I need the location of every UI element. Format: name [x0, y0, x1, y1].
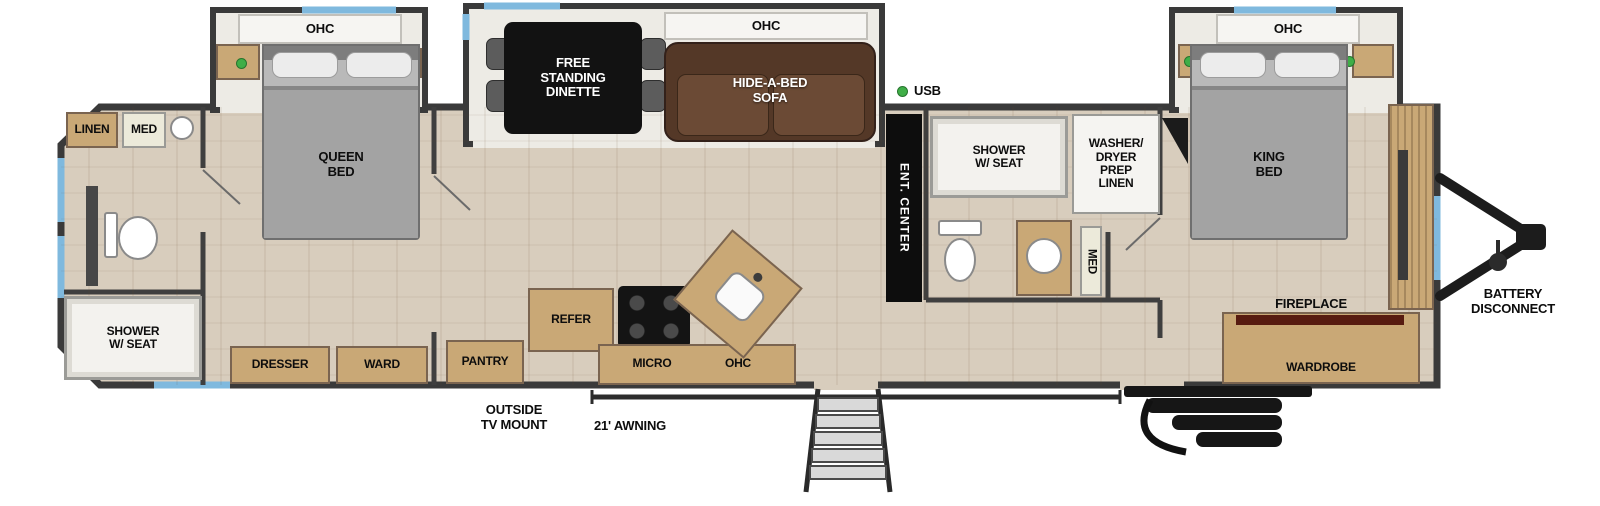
reading-light-icon	[236, 58, 247, 69]
rear-med-cabinet: MED	[122, 112, 166, 148]
king-bed-label: KING BED	[1253, 149, 1285, 179]
living-overhead-cabinet: OHC	[664, 12, 868, 40]
dinette-chair	[640, 38, 666, 70]
queen-bed: QUEEN BED	[262, 44, 420, 240]
linen-cabinet: LINEN	[66, 112, 118, 148]
sofa-label: HIDE-A-BED SOFA	[732, 75, 808, 105]
queen-overhead-cabinet: OHC	[238, 14, 402, 44]
king-bed: KING BED	[1190, 44, 1348, 240]
mid-med-cabinet: MED	[1080, 226, 1102, 296]
fireplace-unit	[1236, 315, 1404, 325]
fold-steps	[1124, 386, 1312, 456]
pillow	[1200, 52, 1266, 78]
tall-cabinet	[1388, 104, 1434, 310]
battery-disconnect-label: BATTERY DISCONNECT	[1471, 286, 1555, 316]
mid-toilet-tank	[938, 220, 982, 236]
mid-bath-sink	[1026, 238, 1062, 274]
free-standing-dinette: FREE STANDING DINETTE	[504, 22, 642, 134]
pillow	[1274, 52, 1340, 78]
awning-label: 21' AWNING	[593, 417, 667, 433]
rear-toilet-icon	[118, 216, 158, 260]
king-overhead-cabinet: OHC	[1216, 14, 1360, 44]
pillow	[272, 52, 338, 78]
entry-steps	[803, 388, 893, 493]
microwave-label: MICRO	[632, 356, 672, 371]
entertainment-center: ENT. CENTER	[886, 114, 922, 302]
usb-label: USB	[914, 82, 941, 98]
faucet-icon	[751, 271, 765, 284]
mid-toilet-icon	[944, 238, 976, 282]
queen-bed-label: QUEEN BED	[318, 149, 364, 179]
windows	[57, 2, 1441, 389]
rear-bath-sink	[170, 116, 194, 140]
kitchen-overhead-cabinet-label: OHC	[724, 356, 752, 371]
rear-toilet-tank	[104, 212, 118, 258]
shower-wall-panel	[86, 186, 98, 286]
tv-panel	[1398, 150, 1408, 280]
blanket	[1192, 86, 1346, 238]
fireplace-label: FIREPLACE	[1275, 295, 1347, 311]
kitchen-counter	[598, 344, 796, 385]
king-nightstand-right	[1352, 44, 1394, 78]
usb-port-icon	[897, 86, 908, 97]
sofa-cushion	[773, 74, 865, 136]
pillow	[346, 52, 412, 78]
blanket	[264, 86, 418, 238]
rear-shower: SHOWER W/ SEAT	[64, 296, 202, 380]
pantry: PANTRY	[446, 340, 524, 384]
interior-walls	[64, 107, 1163, 385]
outside-tv-mount-label: OUTSIDE TV MOUNT	[480, 402, 548, 432]
washer-dryer-prep: WASHER/ DRYER PREP LINEN	[1072, 114, 1160, 214]
dinette-chair	[640, 80, 666, 112]
hide-a-bed-sofa: HIDE-A-BED SOFA	[664, 42, 876, 142]
mid-bath-shower: SHOWER W/ SEAT	[930, 116, 1068, 198]
dresser: DRESSER	[230, 346, 330, 384]
wardrobe-queen: WARD	[336, 346, 428, 384]
hitch	[1435, 173, 1546, 301]
sofa-cushion	[677, 74, 769, 136]
refrigerator: REFER	[528, 288, 614, 352]
door-swings	[202, 169, 1161, 251]
